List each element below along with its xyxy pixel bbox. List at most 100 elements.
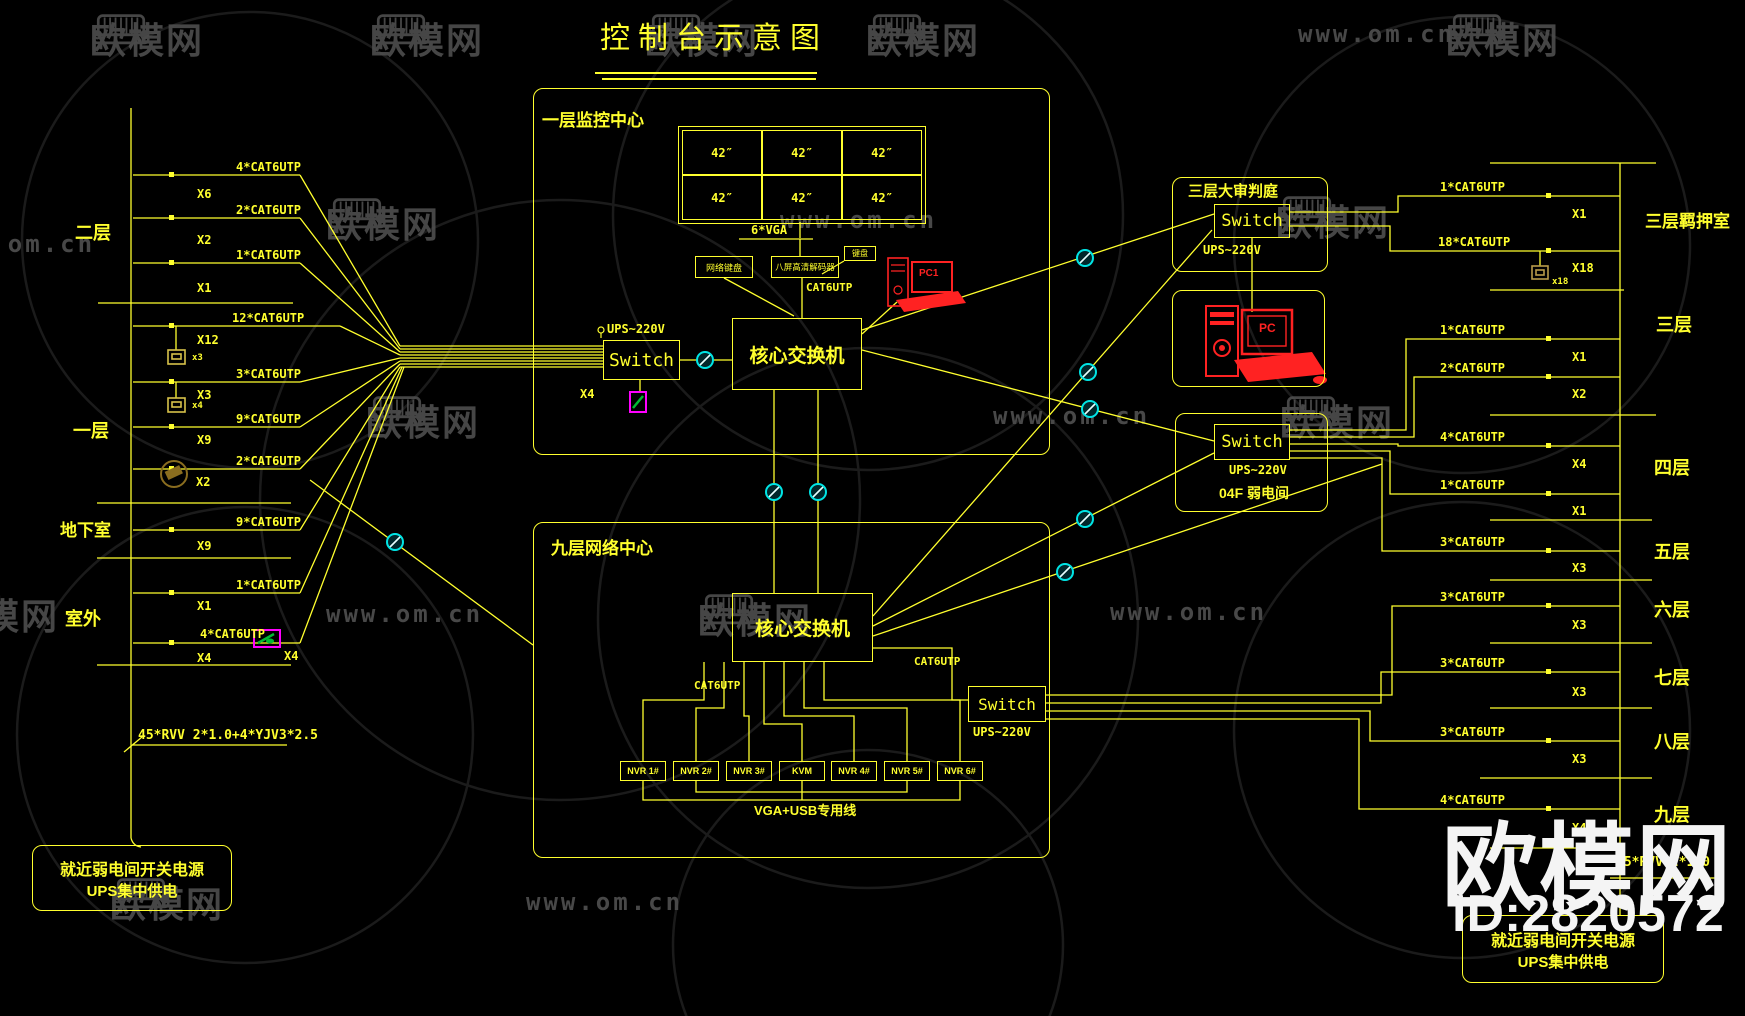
floor-label: 九层: [1654, 805, 1690, 825]
floor-label: 三层羁押室: [1645, 212, 1730, 231]
watermark-site: www.om.cn: [526, 888, 684, 916]
fiber-transceiver-icons: [386, 249, 1099, 581]
mini-device-box: 键盘: [844, 246, 876, 261]
monitor-42: 42″: [682, 175, 762, 220]
cat6-label: CAT6UTP: [914, 655, 961, 668]
port-label: X1: [1572, 207, 1587, 221]
nvr-box: NVR 4#: [831, 761, 877, 781]
port-label: X18: [1572, 261, 1594, 275]
cat6-label: CAT6UTP: [806, 281, 853, 294]
weak-room-label: 04F 弱电间: [1219, 485, 1290, 501]
watermark-logo: 欧模网: [866, 12, 980, 64]
page-title: 控制台示意图: [600, 22, 828, 55]
cat6-label: CAT6UTP: [694, 679, 741, 692]
floor-label: 八层: [1654, 732, 1690, 752]
switch2-box: Switch: [1214, 204, 1290, 238]
core-switch2-box: 核心交换机: [732, 593, 873, 662]
cable-label: 1*CAT6UTP: [236, 248, 302, 262]
switch4-box: Switch: [1214, 424, 1290, 460]
port-label: X3: [1572, 618, 1587, 632]
cable-label: 4*CAT6UTP: [1440, 793, 1506, 807]
cable-label: 4*CAT6UTP: [200, 627, 266, 641]
decoder-box: 八屏高清解码器: [771, 256, 839, 278]
cable-label: 12*CAT6UTP: [232, 311, 305, 325]
vga-bus-label: 6*VGA: [751, 223, 788, 237]
decoder-label: 八屏高清解码器: [775, 262, 835, 272]
port-label: X3: [1572, 561, 1587, 575]
floor-label: 室外: [65, 609, 101, 629]
floor-label: 四层: [1654, 458, 1690, 478]
port-label: X1: [197, 281, 212, 295]
cable-label: 1*CAT6UTP: [1440, 323, 1506, 337]
floor-label: 七层: [1654, 668, 1690, 688]
cable-label: 18*CAT6UTP: [1438, 235, 1511, 249]
floor-label: 六层: [1654, 600, 1690, 620]
watermark-logo: 欧模网: [1446, 12, 1560, 64]
device-tag: x18: [1552, 277, 1569, 287]
pc-icons: [887, 257, 1327, 384]
port-label: X1: [1572, 504, 1587, 518]
port-label: X3: [1572, 752, 1587, 766]
network-center-label: 九层网络中心: [551, 539, 653, 558]
core-switch2-label: 核心交换机: [754, 619, 850, 640]
port-label: X9: [197, 433, 212, 447]
courtroom-box: [1172, 177, 1328, 272]
media-converter-icons: [253, 391, 647, 648]
trunk-cable-label: 45*RVV 2*1.0: [1616, 855, 1710, 870]
switch4-ups-label: UPS~220V: [1229, 463, 1287, 477]
ups-line1: 就近弱电间开关电源: [1490, 932, 1635, 950]
floor-label: 地下室: [60, 521, 111, 540]
title-underline: [595, 72, 817, 74]
center-wiring: [639, 213, 1383, 801]
monitoring-center-box: [533, 88, 1050, 455]
switch3-label: Switch: [978, 694, 1036, 714]
floor-label: 五层: [1654, 542, 1690, 562]
ground-symbol: [597, 326, 605, 338]
cable-label: 1*CAT6UTP: [1440, 478, 1506, 492]
watermark-site: www.om.cn: [780, 206, 938, 234]
camera-icon: [160, 460, 188, 488]
switch1-box: Switch: [603, 340, 680, 380]
port-label: X12: [197, 333, 219, 347]
ups-supply-box: 就近弱电间开关电源 UPS集中供电: [1462, 915, 1664, 983]
right-wiring: [1045, 162, 1718, 915]
watermark-logo: 欧模网: [645, 12, 759, 64]
floor-label: 二层: [75, 223, 111, 243]
port-label: X9: [197, 539, 212, 553]
switch2-ups-label: UPS~220V: [1203, 243, 1261, 257]
port-label: X3: [197, 388, 212, 402]
switch3-ups-label: UPS~220V: [973, 725, 1031, 739]
cable-label: 1*CAT6UTP: [236, 578, 302, 592]
vga-usb-label: VGA+USB专用线: [754, 803, 857, 818]
watermark-brand: 欧模网: [90, 20, 205, 61]
cable-label: 4*CAT6UTP: [236, 160, 302, 174]
cable-label: 1*CAT6UTP: [1440, 180, 1506, 194]
watermark-site: www.om.cn: [326, 600, 484, 628]
ups-line1: 就近弱电间开关电源: [59, 861, 204, 879]
cable-label: 3*CAT6UTP: [1440, 590, 1506, 604]
port-label: X1: [197, 599, 212, 613]
network-keyboard-label: 网络键盘: [705, 262, 742, 273]
cable-label: 4*CAT6UTP: [1440, 430, 1506, 444]
port-label: X3: [1572, 685, 1587, 699]
watermark-site: www.om.cn: [1110, 598, 1268, 626]
pc-label: PC: [1259, 321, 1276, 335]
watermark-logo: 欧模网: [1276, 194, 1390, 246]
monitor-42: 42″: [762, 130, 842, 175]
cable-label: 2*CAT6UTP: [1440, 361, 1506, 375]
port-label: X1: [1572, 350, 1587, 364]
port-label: X6: [197, 187, 212, 201]
watermark-logo: 欧模网: [698, 592, 812, 644]
cable-label: 9*CAT6UTP: [236, 412, 302, 426]
core-switch1-box: 核心交换机: [732, 318, 862, 390]
weak-room-box: [1175, 413, 1328, 512]
connection-dots: [169, 172, 1551, 811]
floor-label: 三层: [1656, 315, 1692, 335]
mini-device-label: 键盘: [852, 249, 868, 258]
courtroom-label: 三层大审判庭: [1188, 183, 1279, 200]
network-keyboard-box: 网络键盘: [695, 256, 753, 278]
pc1-icon: [887, 257, 966, 312]
watermark-site: www.om.cn: [993, 402, 1151, 430]
